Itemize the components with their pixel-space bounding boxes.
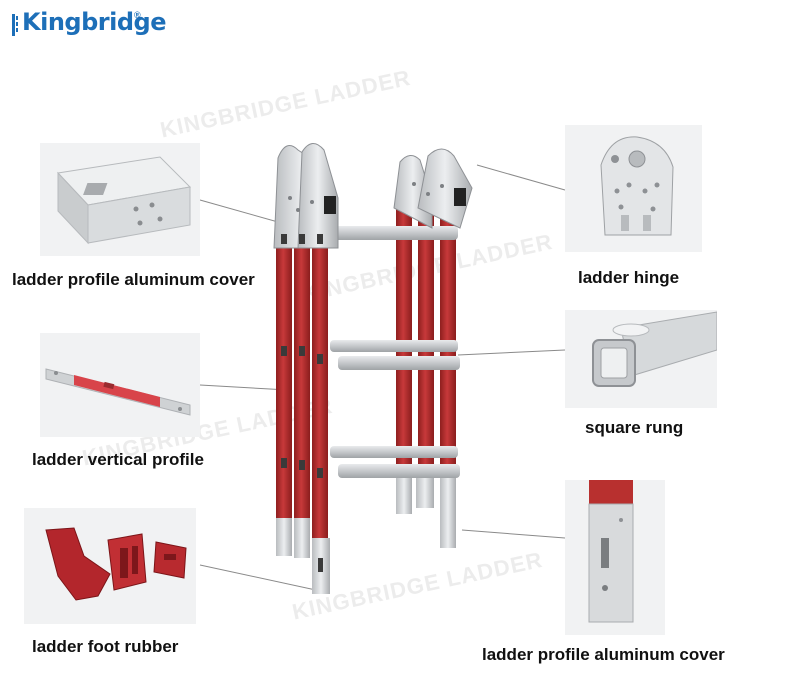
photo-aluminum-cover-bottom xyxy=(565,480,665,635)
logo-mark-icon xyxy=(12,14,22,36)
front-rails xyxy=(276,248,434,594)
photo-rung xyxy=(565,310,717,408)
caption-hinge: ladder hinge xyxy=(578,268,680,287)
photo-aluminum-cover-top xyxy=(40,143,200,256)
caption-foot-rubber: ladder foot rubber xyxy=(32,637,179,656)
photo-foot-rubber xyxy=(24,508,196,624)
ladder-illustration xyxy=(268,138,490,598)
caption-aluminum-cover-top: ladder profile aluminum cover xyxy=(12,270,255,289)
caption-vertical-profile: ladder vertical profile xyxy=(32,450,204,469)
caption-rung: square rung xyxy=(585,418,684,437)
registered-mark: ® xyxy=(134,10,141,20)
photo-hinge xyxy=(565,125,702,252)
photo-vertical-profile xyxy=(40,333,200,437)
brand-logo: Kingbridge xyxy=(22,8,166,36)
hinges xyxy=(273,143,473,249)
caption-aluminum-cover-bottom: ladder profile aluminum cover xyxy=(482,645,725,664)
